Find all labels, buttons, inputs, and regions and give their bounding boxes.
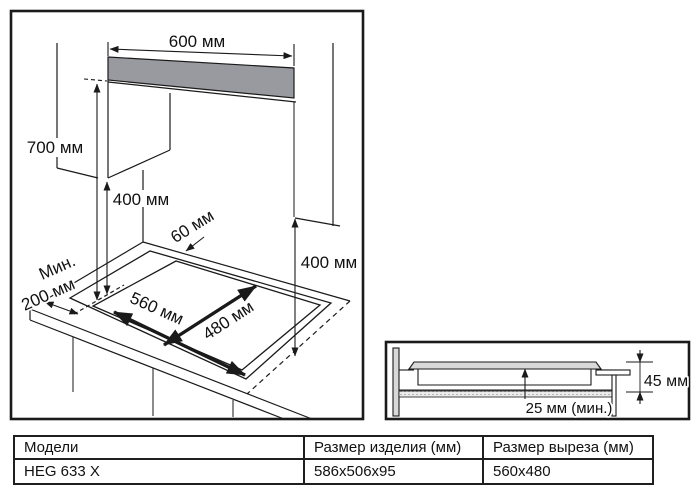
dim-side-clearance (44, 301, 79, 315)
side-diagram-labels: 25 мм (мин.) 45 мм (524, 371, 690, 419)
wall-lines (56, 43, 341, 242)
header-cutout-size: Размер выреза (мм) (482, 435, 654, 460)
main-diagram-border (9, 9, 365, 421)
main-diagram (9, 9, 365, 421)
header-product-size: Размер изделия (мм) (303, 435, 484, 460)
hood-outline (107, 56, 297, 217)
dim-installed-height (626, 350, 653, 404)
cell-product-size: 586x506x95 (303, 458, 484, 485)
hob-cutout-outline (68, 250, 333, 380)
cutout-size-arrows (113, 284, 257, 377)
label-400mm-left: 400 мм (113, 190, 169, 209)
label-60mm: 60 мм (167, 206, 217, 247)
label-600mm: 600 мм (169, 32, 225, 51)
header-models: Модели (13, 435, 305, 460)
model-spec-table: Модели Размер изделия (мм) Размер выреза… (13, 435, 654, 485)
label-400mm-right: 400 мм (301, 253, 357, 272)
spec-table-header-row: Модели Размер изделия (мм) Размер выреза… (13, 435, 654, 460)
spec-table-row: HEG 633 X 586x506x95 560x480 (13, 458, 654, 485)
cell-cutout-size: 560x480 (482, 458, 654, 485)
side-diagram-border (384, 340, 691, 421)
cell-model: HEG 633 X (13, 458, 305, 485)
side-diagram (384, 340, 691, 421)
label-45mm: 45 мм (644, 373, 688, 390)
dim-back-gap (185, 236, 205, 252)
cross-section-outline (392, 347, 631, 417)
dim-hood-width (107, 42, 295, 66)
label-25mm-min: 25 мм (мин.) (526, 400, 613, 417)
dim-hood-height (83, 78, 108, 301)
label-700mm: 700 мм (27, 138, 83, 157)
